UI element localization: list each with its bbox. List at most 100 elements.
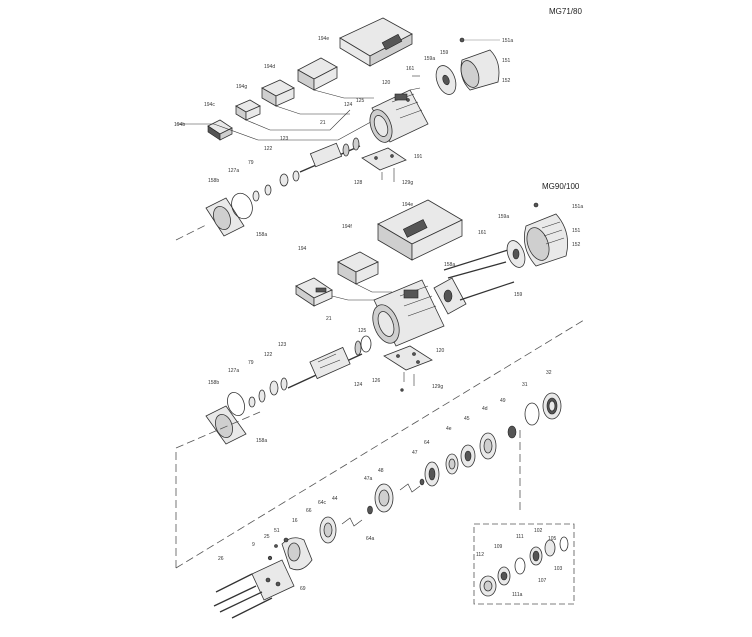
stage-4d (479, 432, 497, 460)
label-194e-top: 194e (318, 36, 329, 42)
seal-109 (497, 566, 511, 586)
label-159-top: 159 (440, 50, 449, 56)
label-158b-top: 158b (208, 178, 219, 184)
label-161-mid: 161 (478, 230, 487, 236)
label-194c-top: 194c (204, 102, 215, 108)
module-194g (261, 79, 295, 107)
module-194 (295, 277, 333, 307)
label-122-mid: 122 (264, 352, 273, 358)
label-194d-top: 194d (264, 64, 275, 70)
label-105: 105 (548, 536, 557, 542)
fan-cover-151-mg90 (523, 202, 569, 267)
label-45: 45 (464, 416, 470, 422)
fan-159 (435, 65, 457, 95)
label-47: 47 (412, 450, 418, 456)
screw-51 (274, 544, 278, 548)
seal-102 (529, 546, 543, 566)
label-191-top: 191 (414, 154, 423, 160)
label-120-mid: 120 (436, 348, 445, 354)
label-109: 109 (494, 544, 503, 550)
stator-housing-120-mg90 (372, 279, 445, 347)
mg71-assembly (176, 17, 500, 237)
label-161-top: 161 (406, 66, 415, 72)
label-125-mid: 125 (358, 328, 367, 334)
heading-mg71-80: MG71/80 (549, 7, 582, 16)
label-123-top: 123 (280, 136, 289, 142)
label-79-top: 79 (248, 160, 254, 166)
label-21-top: 21 (320, 120, 326, 126)
seal-kit-inset (473, 523, 575, 605)
label-151-mid: 151 (572, 228, 581, 234)
module-194f (337, 251, 379, 285)
label-48: 48 (378, 468, 384, 474)
module-194c (235, 99, 261, 121)
rotor-21 (299, 137, 361, 173)
part-labels: 151a 151 152 159 159a 161 120 194e 194d … (174, 36, 583, 598)
label-44: 44 (332, 496, 338, 502)
bearing-parts (252, 170, 300, 202)
label-21-mid: 21 (326, 316, 332, 322)
label-159a-top: 159a (424, 56, 435, 62)
label-129g-top: 129g (402, 180, 413, 186)
label-127a-mid: 127a (228, 368, 239, 374)
label-66: 66 (306, 508, 312, 514)
label-152-top: 152 (502, 78, 511, 84)
flange-158b (205, 192, 253, 237)
stage-4e (445, 453, 459, 475)
label-152-mid: 152 (572, 242, 581, 248)
label-151a-top: 151a (502, 38, 513, 44)
stage-44 (341, 517, 363, 527)
stator-housing-120 (369, 89, 429, 143)
part-49 (507, 425, 517, 439)
plate-191 (361, 147, 407, 182)
fan-159-mg90 (506, 240, 526, 268)
stage-64c (319, 516, 337, 544)
label-25: 25 (264, 534, 270, 540)
label-51: 51 (274, 528, 280, 534)
label-194-mid: 194 (298, 246, 307, 252)
label-111: 111 (516, 534, 524, 540)
label-103: 103 (554, 566, 563, 572)
o-ring-31 (524, 402, 540, 426)
label-9: 9 (252, 542, 255, 548)
seal-105 (544, 539, 556, 557)
label-124-top: 124 (344, 102, 353, 108)
heading-mg90-100: MG90/100 (542, 182, 580, 191)
label-125-top: 125 (356, 98, 365, 104)
label-151-top: 151 (502, 58, 511, 64)
label-159a-mid: 159a (498, 214, 509, 220)
label-194g-top: 194g (236, 84, 247, 90)
tie-rods (443, 249, 515, 301)
label-111a: 111a (512, 592, 523, 598)
guide-line-diagonal (175, 319, 585, 569)
label-112: 112 (476, 552, 484, 558)
end-shield-158a (433, 277, 467, 315)
pump-stack (213, 392, 562, 619)
label-158a-top: 158a (256, 232, 267, 238)
label-120-top: 120 (382, 80, 391, 86)
stage-48 (374, 483, 394, 513)
label-158a-mid-lower: 158a (256, 438, 267, 444)
mg90-assembly (205, 199, 569, 445)
label-31: 31 (522, 382, 528, 388)
label-126-mid: 126 (372, 378, 381, 384)
label-158a-mid: 158a (444, 262, 455, 268)
fan-cover-151 (459, 37, 500, 91)
label-194b-top: 194b (174, 122, 185, 128)
label-64a: 64a (366, 536, 375, 542)
label-47a: 47a (364, 476, 373, 482)
terminal-box-194e (339, 17, 413, 67)
assembly-guide-line (175, 223, 209, 241)
label-122-top: 122 (264, 146, 273, 152)
plug-25 (267, 555, 273, 561)
screws-top (406, 75, 421, 102)
label-16: 16 (292, 518, 298, 524)
label-124-mid: 124 (354, 382, 363, 388)
label-64c: 64c (318, 500, 327, 506)
label-194f-mid: 194f (342, 224, 352, 230)
gasket-127a (227, 391, 245, 417)
label-32: 32 (546, 370, 552, 376)
rotor-21-mg90 (287, 335, 372, 389)
